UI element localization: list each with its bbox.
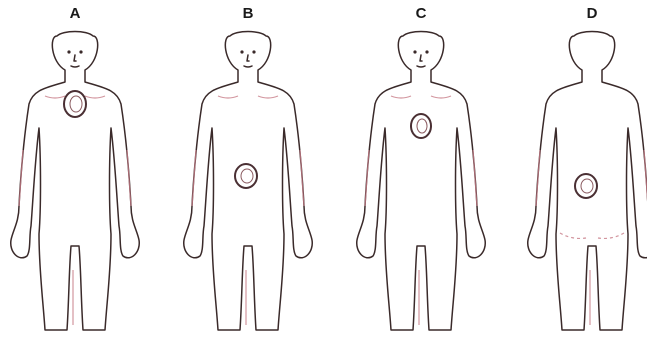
gluteal-line — [560, 233, 586, 238]
eye-left — [240, 50, 243, 53]
eye-right — [425, 50, 428, 53]
lesion-marker — [235, 164, 257, 188]
arm-accent — [365, 150, 369, 206]
clavicle-line — [218, 96, 238, 98]
nose — [247, 55, 249, 61]
eye-left — [413, 50, 416, 53]
figure-d-back-view — [528, 32, 647, 331]
arm-accent — [19, 150, 23, 206]
clavicle-line — [258, 96, 278, 98]
figure-c-front-view — [357, 32, 486, 331]
eye-right — [79, 50, 82, 53]
arm-accent — [473, 150, 477, 206]
body-outline — [357, 32, 486, 331]
nose — [74, 55, 76, 61]
arm-accent — [127, 150, 131, 206]
gluteal-line — [598, 233, 624, 238]
lesion-marker — [64, 91, 86, 117]
eye-left — [67, 50, 70, 53]
mouth — [417, 66, 425, 67]
body-outline — [11, 32, 140, 331]
clavicle-line — [45, 96, 65, 98]
nose — [420, 55, 422, 61]
clavicle-line — [431, 96, 451, 98]
clavicle-line — [85, 96, 105, 98]
arm-accent — [536, 150, 540, 206]
mouth — [71, 66, 79, 67]
lesion-marker — [575, 174, 597, 198]
lesion-marker — [411, 114, 431, 138]
arm-accent — [192, 150, 196, 206]
clavicle-line — [391, 96, 411, 98]
eye-right — [252, 50, 255, 53]
mouth — [244, 66, 252, 67]
figure-a-front-view — [11, 32, 140, 331]
arm-accent — [300, 150, 304, 206]
figure-b-front-view — [184, 32, 313, 331]
